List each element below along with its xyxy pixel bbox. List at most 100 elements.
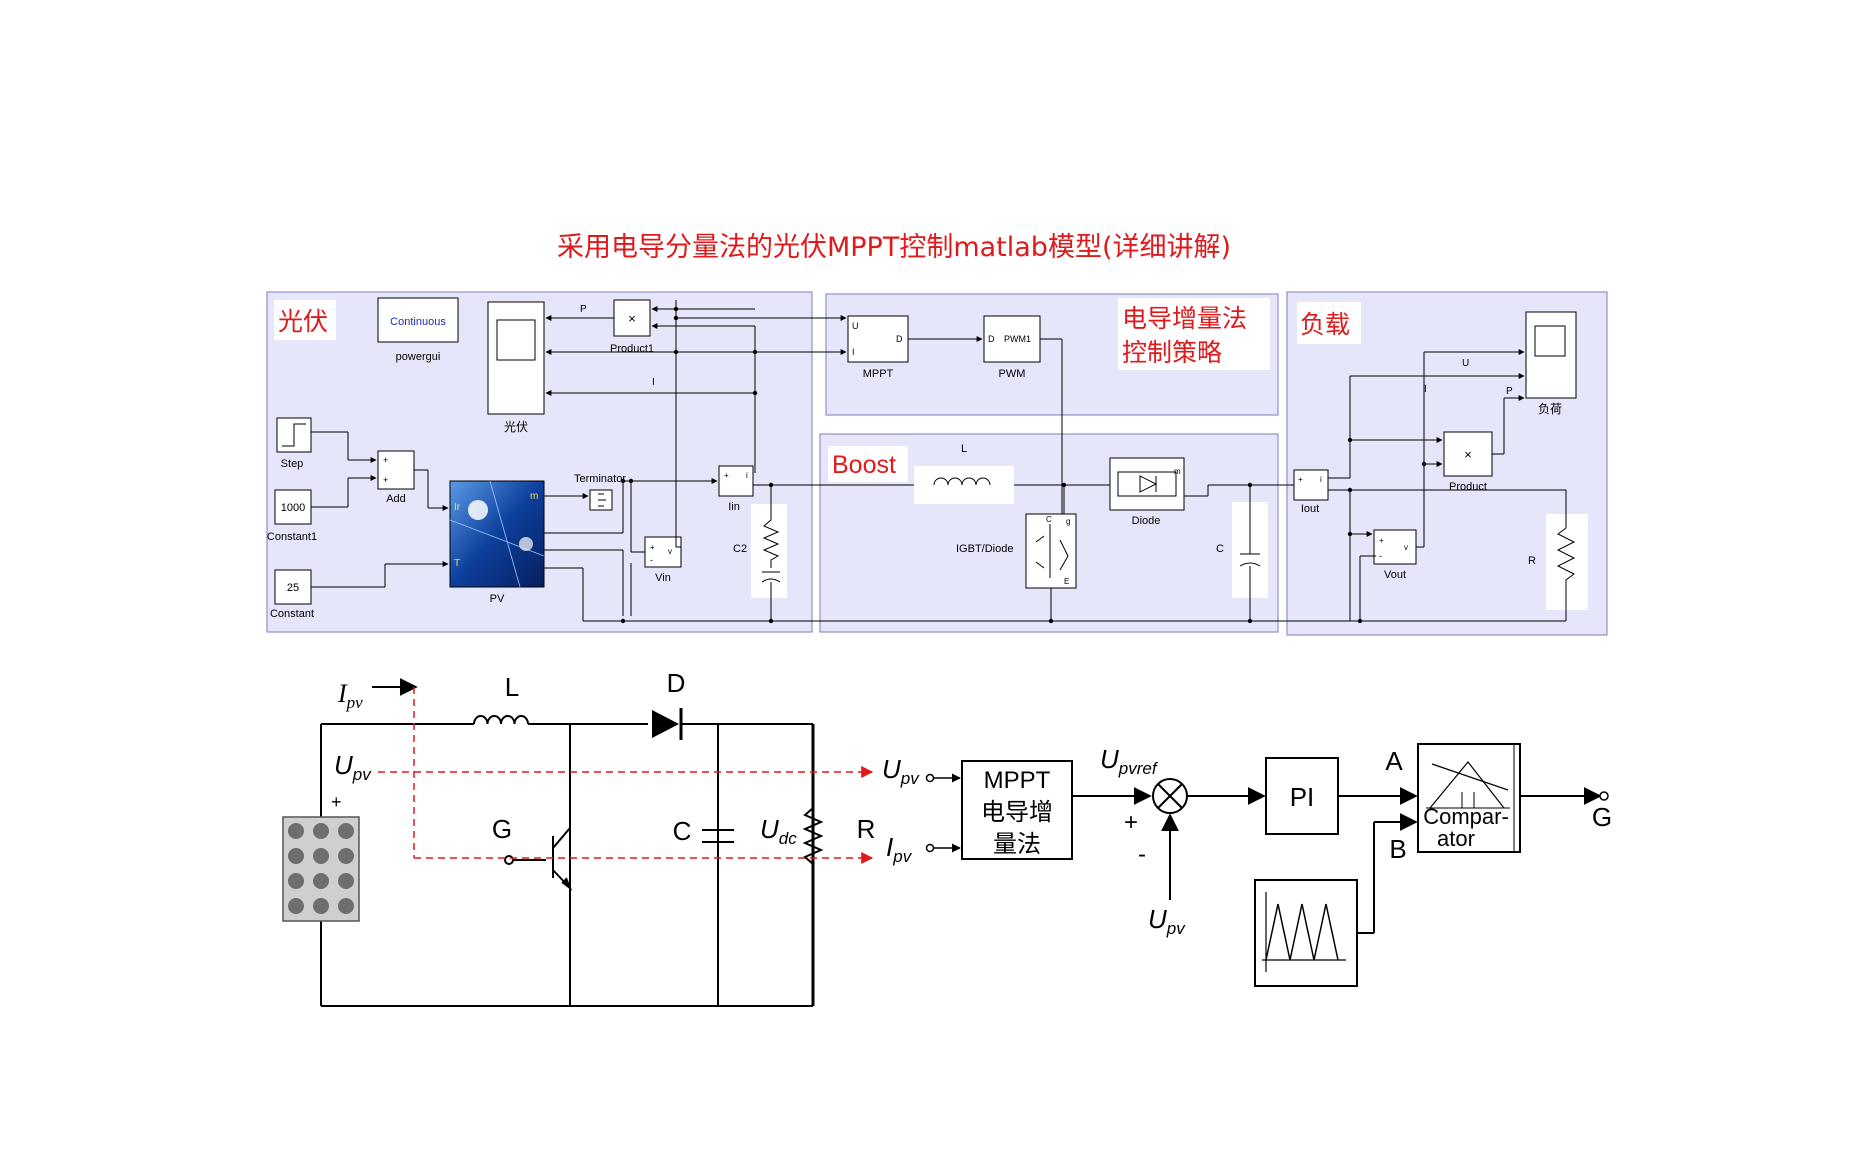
cap-c-label: C xyxy=(673,816,692,846)
signal-i-label: I xyxy=(652,377,655,388)
svg-text:1000: 1000 xyxy=(281,502,305,514)
vout-sensor[interactable]: +-v Vout xyxy=(1373,529,1417,581)
mppt-wires xyxy=(908,336,1065,521)
pv-module-icon xyxy=(282,816,360,922)
svg-text:MPPT: MPPT xyxy=(863,368,894,380)
svg-text:PI: PI xyxy=(1290,782,1315,812)
svg-text:+: + xyxy=(383,455,388,465)
mppt-section-label-2: 控制策略 xyxy=(1122,338,1222,367)
pv-wires xyxy=(311,300,1564,622)
load-section-label: 负载 xyxy=(1300,310,1350,339)
mppt-block[interactable]: U I D MPPT xyxy=(847,315,909,380)
mppt-controller-box: MPPT 电导增 量法 xyxy=(961,760,1073,860)
svg-text:+: + xyxy=(724,471,729,480)
gate-g-label: G xyxy=(492,814,512,844)
svg-text:D: D xyxy=(988,334,995,344)
svg-text:PWM: PWM xyxy=(999,368,1026,380)
inductor-l[interactable]: L xyxy=(914,443,1014,504)
svg-text:i: i xyxy=(746,471,748,480)
svg-text:powergui: powergui xyxy=(396,351,441,363)
cap-c-branch[interactable]: C xyxy=(1216,502,1268,598)
igbt-diode-block[interactable]: g C E IGBT/Diode xyxy=(956,513,1077,589)
pwm-block[interactable]: D PWM1 PWM xyxy=(983,315,1041,380)
schematic-diode: D xyxy=(652,668,685,740)
constant1-block[interactable]: 1000 Constant1 xyxy=(267,489,317,543)
load-resistor-r[interactable]: R xyxy=(1528,514,1588,610)
svg-text:U: U xyxy=(852,321,859,331)
triangle-carrier-box xyxy=(1254,879,1358,987)
udc-label: Udc xyxy=(760,814,797,848)
svg-text:Continuous: Continuous xyxy=(390,316,446,328)
upvref-label: Upvref xyxy=(1100,744,1159,778)
diode-block[interactable]: m Diode xyxy=(1109,457,1185,527)
vin-sensor[interactable]: +-v Vin xyxy=(644,536,682,584)
power-circuit-wires xyxy=(320,723,815,1007)
svg-text:g: g xyxy=(1066,517,1070,526)
upv-feedback-label: Upv xyxy=(1148,904,1186,938)
step-block[interactable]: Step xyxy=(276,417,312,470)
terminator-block[interactable]: Terminator xyxy=(574,473,626,511)
upv-left-label: Upv xyxy=(334,750,372,784)
svg-text:Constant: Constant xyxy=(270,608,314,620)
svg-text:×: × xyxy=(1464,447,1472,462)
svg-text:v: v xyxy=(668,547,672,556)
load-wires xyxy=(1328,349,1567,622)
svg-text:ator: ator xyxy=(1437,826,1475,851)
svg-text:Product1: Product1 xyxy=(610,343,654,355)
boost-mppt-schematic: Ipv L D xyxy=(282,668,1612,1007)
summing-junction xyxy=(1152,778,1188,814)
load-signal-i: I xyxy=(1424,384,1427,395)
svg-text:i: i xyxy=(1320,475,1322,484)
powergui-block[interactable]: Continuous powergui xyxy=(377,297,459,363)
pv-scope[interactable]: 光伏 xyxy=(487,301,545,434)
svg-text:Add: Add xyxy=(386,493,406,505)
svg-text:25: 25 xyxy=(287,582,299,594)
svg-text:Product: Product xyxy=(1449,481,1487,493)
svg-text:T: T xyxy=(454,558,460,569)
schematic-inductor: L xyxy=(473,672,529,725)
svg-text:C2: C2 xyxy=(733,543,747,555)
schematic-capacitor xyxy=(702,724,734,1006)
pv-section-label: 光伏 xyxy=(278,307,328,336)
svg-text:量法: 量法 xyxy=(993,830,1041,858)
svg-text:Constant1: Constant1 xyxy=(267,531,317,543)
ipv-label: Ipv xyxy=(337,679,363,712)
svg-text:Ir: Ir xyxy=(454,502,461,513)
simulink-model: 光伏 电导增量法 控制策略 Boost 负载 Continuous powerg… xyxy=(266,291,1608,636)
svg-text:Iout: Iout xyxy=(1301,503,1319,515)
svg-text:PV: PV xyxy=(490,593,505,605)
svg-text:Diode: Diode xyxy=(1132,515,1161,527)
svg-text:PWM1: PWM1 xyxy=(1004,334,1031,344)
constant-block[interactable]: 25 Constant xyxy=(270,569,314,620)
svg-text:R: R xyxy=(1528,555,1536,567)
svg-text:m: m xyxy=(530,491,538,502)
c2-branch[interactable]: C2 xyxy=(733,504,787,598)
resistor-r-label: R xyxy=(857,814,876,844)
schematic-igbt xyxy=(504,724,573,1006)
svg-text:L: L xyxy=(961,443,967,455)
iin-sensor[interactable]: + i Iin xyxy=(718,465,754,513)
svg-text:+: + xyxy=(383,475,388,485)
svg-text:Iin: Iin xyxy=(728,501,740,513)
svg-text:Terminator: Terminator xyxy=(574,473,626,485)
product1-block[interactable]: × Product1 xyxy=(610,299,654,355)
iout-sensor[interactable]: + i Iout xyxy=(1293,469,1329,515)
svg-text:m: m xyxy=(1174,467,1181,476)
junction-dots xyxy=(620,306,1427,624)
svg-text:IGBT/Diode: IGBT/Diode xyxy=(956,543,1013,555)
schematic-resistor xyxy=(802,807,824,865)
load-signal-u: U xyxy=(1462,358,1469,369)
mppt-upv-input: Upv xyxy=(882,754,920,788)
product-block[interactable]: × Product xyxy=(1443,431,1493,493)
svg-text:L: L xyxy=(505,672,519,702)
svg-text:+: + xyxy=(1298,475,1303,484)
load-scope[interactable]: 负荷 xyxy=(1525,311,1577,416)
pv-array-block[interactable]: Ir T m PV xyxy=(449,480,545,605)
measurement-signal-lines xyxy=(378,687,874,864)
svg-text:I: I xyxy=(852,347,855,357)
svg-text:D: D xyxy=(667,668,686,698)
sum-plus-label: + xyxy=(1124,809,1138,836)
mppt-section-label-1: 电导增量法 xyxy=(1122,304,1247,333)
svg-text:光伏: 光伏 xyxy=(504,420,528,434)
